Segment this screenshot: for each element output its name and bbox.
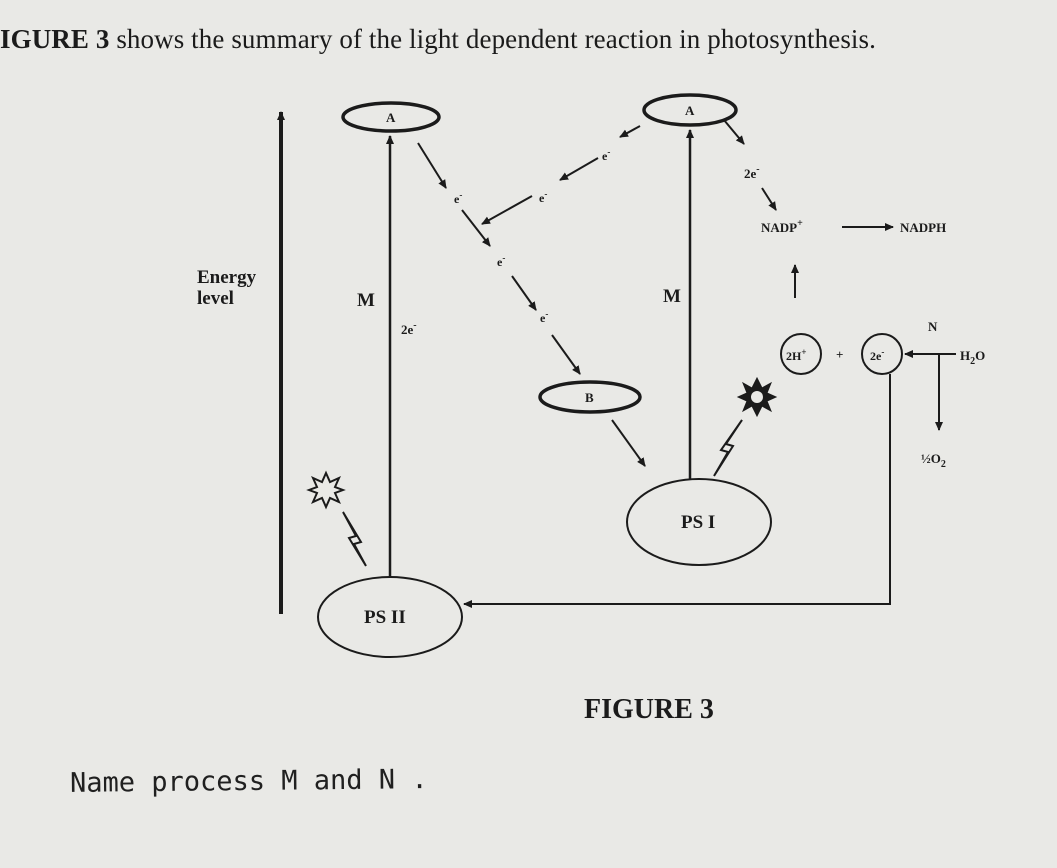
cyclic-arrow-3 [481, 195, 533, 225]
ps1-label: PS I [681, 512, 715, 533]
acceptor-a-left [341, 101, 441, 133]
etc-arrow-3 [511, 275, 537, 311]
carrier-b [538, 380, 642, 414]
intro-text: shows the summary of the light dependent… [109, 24, 876, 54]
carrier-b-label: B [585, 390, 594, 405]
acceptor-a-right-label: A [685, 103, 695, 118]
nadph-label: NADPH [900, 220, 946, 235]
figure-caption: FIGURE 3 [584, 694, 714, 725]
b-to-ps1-arrow [611, 419, 646, 467]
nadp-label: NADP+ [761, 218, 803, 235]
two-e-circle [861, 333, 903, 375]
ps1-ellipse [626, 478, 772, 566]
electron-return-path [463, 374, 891, 608]
sun-icon-ps2 [306, 470, 346, 510]
oxygen-label: ½O2 [921, 451, 946, 470]
two-electron-left: 2e- [401, 320, 417, 337]
lightning-icon-ps1 [713, 419, 743, 477]
cyclic-arrow-2 [559, 157, 599, 181]
a-to-nadp-arrow-2 [761, 187, 777, 211]
process-m-right: M [663, 286, 681, 307]
energy-axis-label-line1: Energy [197, 267, 257, 288]
handwritten-question: Name process M and N . [69, 764, 428, 799]
cyclic-arrow-1 [619, 125, 641, 138]
etc-arrow-2 [461, 209, 491, 247]
etc-arrow-4 [551, 334, 581, 375]
electron-label-1: e- [454, 190, 462, 206]
lightning-icon-ps2 [342, 511, 367, 567]
a-to-nadp-arrow-1 [723, 119, 745, 145]
electron-label-2: e- [497, 253, 505, 269]
two-h-circle [780, 333, 822, 375]
electron-label-5: e- [539, 189, 547, 205]
two-h-label: 2H+ [786, 347, 806, 363]
ps2-label: PS II [364, 607, 406, 628]
process-n-label: N [928, 319, 938, 334]
question-intro: IGURE 3 shows the summary of the light d… [0, 24, 1057, 55]
two-e-circle-label: 2e- [870, 347, 884, 363]
electron-label-4: e- [602, 147, 610, 163]
figure-reference: IGURE 3 [0, 24, 110, 54]
plus-sign: + [836, 347, 843, 362]
electron-label-3: e- [540, 309, 548, 325]
process-m-left: M [357, 290, 375, 311]
energy-axis-label-line2: level [197, 288, 234, 309]
water-label: H2O [960, 348, 985, 367]
etc-arrow-1 [417, 142, 447, 189]
sun-icon-ps1 [736, 376, 778, 418]
acceptor-a-left-label: A [386, 110, 396, 125]
acceptor-a-right [642, 93, 738, 127]
two-electron-right: 2e- [744, 164, 760, 181]
